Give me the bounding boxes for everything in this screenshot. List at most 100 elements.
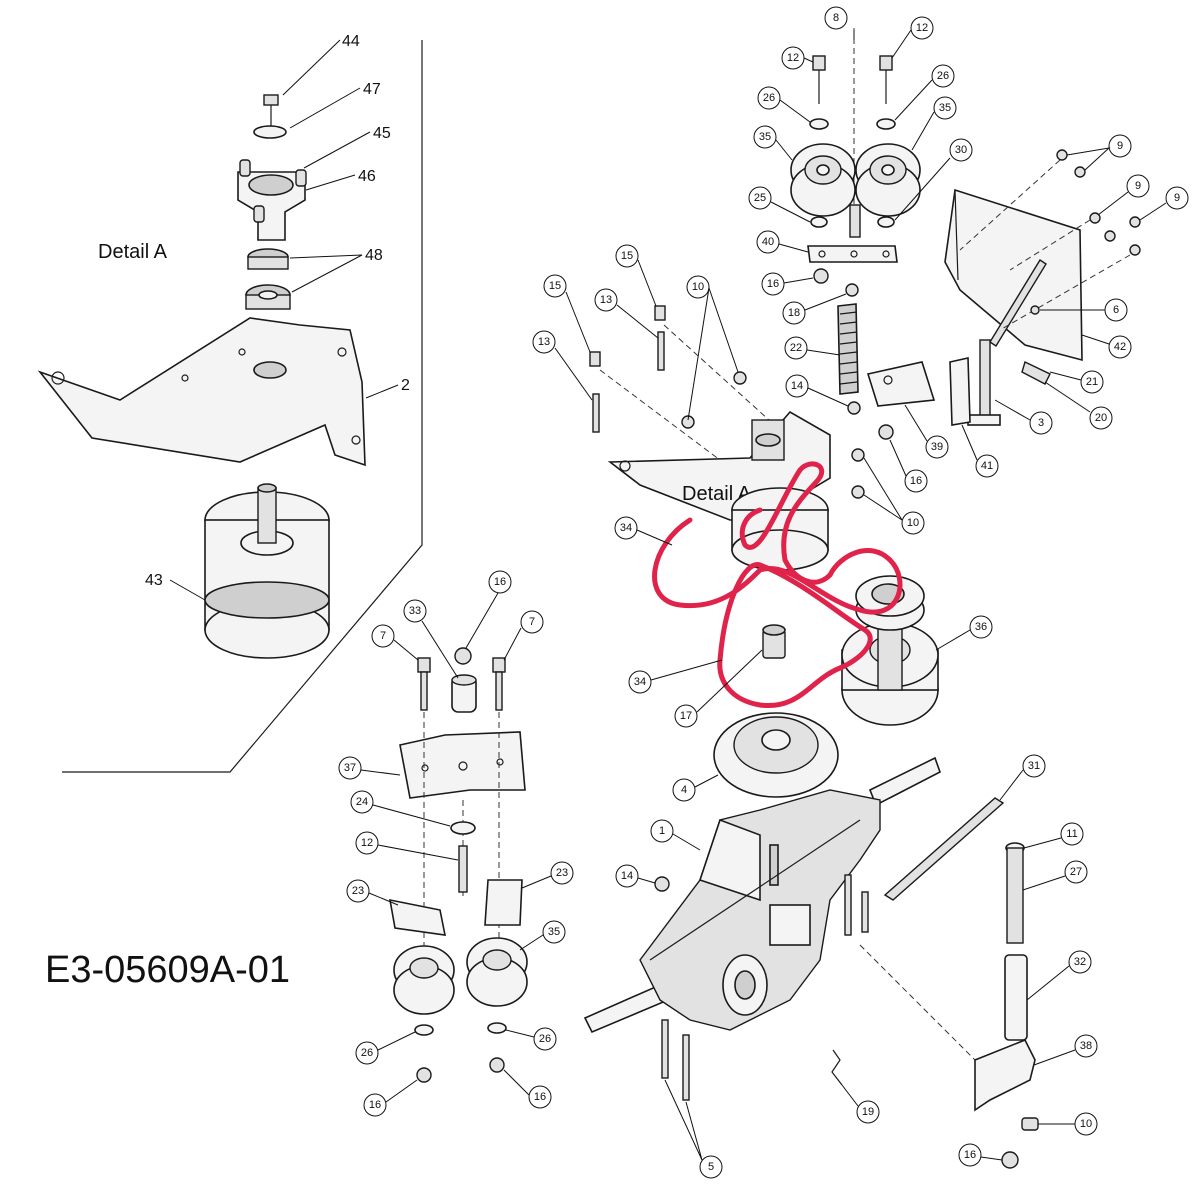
callout-9-b: 9 [1135,180,1141,192]
callout-10-c: 10 [1080,1118,1092,1130]
detail-a-border [62,40,423,773]
lower-left-callouts: 16 33 7 7 37 24 12 23 23 35 26 26 16 16 [338,570,574,1117]
callout-15-b: 15 [549,280,561,292]
callout-9-c: 9 [1174,192,1180,204]
upper-idler-assembly [790,28,1141,440]
callout-32: 32 [1074,956,1086,968]
callout-13-a: 13 [600,294,612,306]
bracket-23-right [484,879,523,926]
callout-22: 22 [790,342,802,354]
callout-16-f: 16 [964,1149,976,1161]
callout-13-b: 13 [538,336,550,348]
callout-41: 41 [981,460,993,472]
callout-20: 20 [1095,412,1107,424]
bracket-38 [974,1038,1036,1112]
lower-idler-assembly [389,647,528,1083]
callout-1: 1 [659,825,665,837]
callout-37: 37 [344,762,356,774]
callout-35-left: 35 [759,131,771,143]
callout-46: 46 [358,168,376,185]
callout-27: 27 [1070,866,1082,878]
callout-34-b: 34 [634,676,646,688]
callout-10-b: 10 [907,517,919,529]
callout-2: 2 [401,377,410,394]
washer [253,125,287,139]
callout-26-d: 26 [539,1033,551,1045]
callout-25: 25 [754,192,766,204]
callout-18: 18 [788,307,800,319]
callout-48: 48 [365,247,383,264]
callout-47: 47 [363,81,381,98]
callout-7-right: 7 [529,616,535,628]
idler-bracket [37,317,366,467]
pivot-bore [248,174,294,196]
callout-9-a: 9 [1117,140,1123,152]
callout-10-a: 10 [692,281,704,293]
callout-6: 6 [1113,304,1119,316]
callout-19: 19 [862,1106,874,1118]
callout-23-left: 23 [352,885,364,897]
callout-16-d: 16 [369,1099,381,1111]
bracket-41 [949,357,971,426]
callout-3: 3 [1038,417,1044,429]
lower-right-callouts: 1 14 31 11 27 32 38 10 16 19 5 [615,754,1098,1179]
callout-35-right: 35 [939,102,951,114]
callout-42: 42 [1114,341,1126,353]
callout-44: 44 [342,33,360,50]
callout-33: 33 [409,605,421,617]
detail-a-inline-label: Detail A [682,483,752,505]
control-lever [989,259,1047,347]
callout-12-left: 12 [787,52,799,64]
detail-a-callouts: 44 47 45 46 48 2 43 [145,33,410,601]
drawing-code: E3-05609A-01 [45,949,290,991]
callout-45: 45 [373,125,391,142]
belt-upper [652,461,903,615]
callout-43: 43 [145,572,163,589]
callout-16-e: 16 [534,1091,546,1103]
callout-30: 30 [955,144,967,156]
right-side-parts [831,797,1039,1169]
callout-12-c: 12 [361,837,373,849]
spacer-tube [1004,954,1028,1041]
idler-arm [807,245,898,263]
upper-callouts: 8 12 12 26 26 35 35 30 25 40 16 18 22 14… [748,6,1189,493]
bracket-39 [866,361,936,407]
mounting-plate [944,188,1083,362]
callout-16-c: 16 [494,576,506,588]
callout-7-left: 7 [380,630,386,642]
transmission-housing [639,789,881,1031]
callout-21: 21 [1086,376,1098,388]
callout-39-a: 39 [931,441,943,453]
callout-15-a: 15 [621,250,633,262]
transmission-assembly [583,756,941,1101]
belt-drive-assembly: Detail A [589,305,939,798]
callout-4: 4 [681,784,687,796]
callout-14-b: 14 [621,870,633,882]
callout-34-a: 34 [620,522,632,534]
tension-spring [837,303,859,395]
shift-rod [883,797,1005,901]
callout-40: 40 [762,236,774,248]
callout-23-right: 23 [556,867,568,879]
callout-17: 17 [680,710,692,722]
callout-36: 36 [975,621,987,633]
bolt-head [263,94,279,106]
detail-a-title: Detail A [98,241,168,263]
center-callouts: 15 15 13 13 10 10 34 36 34 17 4 [532,244,993,802]
belt-lower [717,562,873,709]
callout-24: 24 [356,796,368,808]
callout-35-c: 35 [548,926,560,938]
callout-5: 5 [708,1161,714,1173]
callout-26-c: 26 [361,1047,373,1059]
idler-plate-37 [399,731,526,799]
callout-14-a: 14 [791,380,803,392]
callout-16-b: 16 [910,475,922,487]
callout-12-right: 12 [916,22,928,34]
axle-right [868,756,941,807]
callout-31: 31 [1028,760,1040,772]
bracket-23-left [389,898,447,936]
callout-8: 8 [833,12,839,24]
callout-16-a: 16 [767,278,779,290]
callout-11: 11 [1066,828,1077,840]
